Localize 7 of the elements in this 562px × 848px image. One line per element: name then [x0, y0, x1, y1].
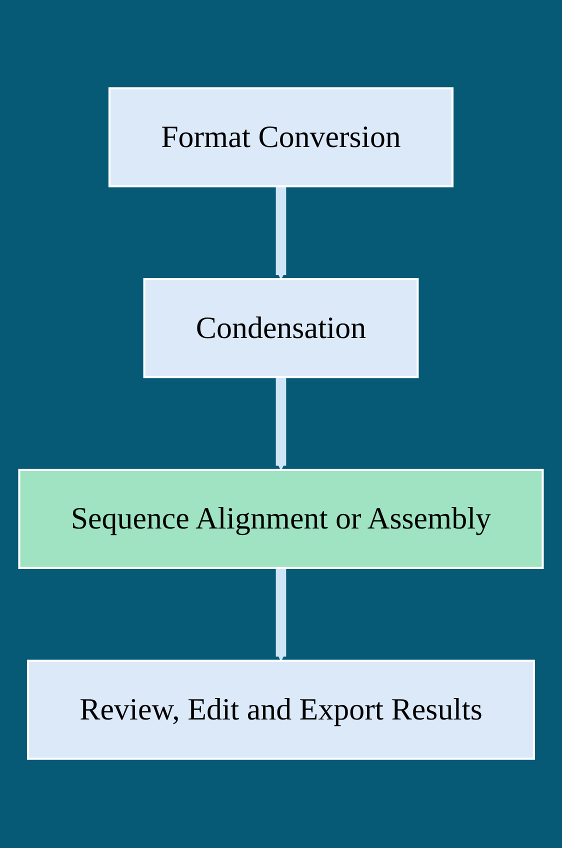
node-box: Condensation [143, 278, 419, 379]
node-box: Review, Edit and Export Results [26, 660, 536, 760]
node-box: Sequence Alignment or Assembly [18, 469, 544, 570]
node-box: Format Conversion [108, 88, 454, 188]
arrow [276, 186, 286, 280]
arrow [276, 568, 286, 662]
arrow [276, 378, 286, 471]
